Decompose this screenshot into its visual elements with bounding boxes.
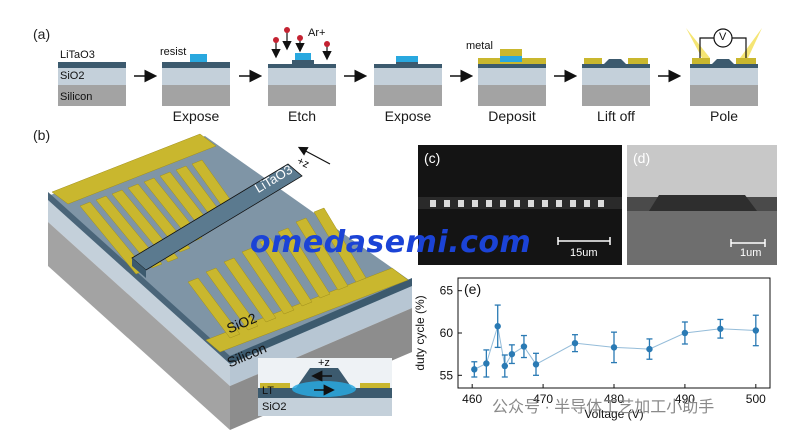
layer-label-silicon: Silicon bbox=[60, 91, 93, 103]
step-label-deposit: Deposit bbox=[488, 108, 536, 124]
stack-pole bbox=[686, 28, 762, 106]
panel-e-label: (e) bbox=[464, 281, 481, 297]
device-3d-illustration bbox=[48, 133, 412, 430]
metal-label: metal bbox=[466, 40, 493, 52]
data-point bbox=[610, 344, 618, 351]
data-point bbox=[471, 366, 478, 373]
panel-c-scale-label: 15um bbox=[570, 247, 598, 259]
data-point bbox=[681, 329, 689, 337]
x-tick-label: 490 bbox=[675, 392, 695, 406]
y-axis-label: duty cycle (%) bbox=[413, 295, 427, 370]
stack-expose-1 bbox=[162, 54, 230, 106]
layer-label-sio2: SiO2 bbox=[60, 70, 85, 82]
sem-image-panel bbox=[627, 145, 777, 265]
layer-label-litao3: LiTaO3 bbox=[60, 49, 95, 61]
y-tick-label: 65 bbox=[440, 284, 454, 298]
stack-expose-2 bbox=[374, 56, 442, 106]
optical-image-panel bbox=[418, 145, 622, 265]
inset-lt-label: LT bbox=[262, 385, 275, 397]
stack-deposit bbox=[478, 49, 546, 106]
stack-lift-off bbox=[582, 58, 650, 106]
data-point bbox=[752, 327, 760, 334]
resist-label: resist bbox=[160, 46, 187, 58]
waveguide-ridge bbox=[131, 163, 303, 271]
x-tick-label: 500 bbox=[746, 392, 766, 406]
y-tick-label: 60 bbox=[440, 326, 454, 340]
step-label-expose: Expose bbox=[172, 108, 220, 124]
step-label-expose-2: Expose bbox=[384, 108, 432, 124]
panel-a-label: (a) bbox=[33, 26, 51, 42]
voltmeter-label: V bbox=[719, 31, 727, 43]
x-tick-label: 480 bbox=[604, 392, 624, 406]
data-point bbox=[717, 325, 724, 332]
panel-c-label: (c) bbox=[424, 150, 441, 166]
panel-d-scale-label: 1um bbox=[740, 247, 762, 259]
x-tick-label: 460 bbox=[462, 392, 482, 406]
panel-d-label: (d) bbox=[633, 150, 651, 166]
data-point bbox=[571, 339, 579, 347]
data-point bbox=[508, 350, 516, 358]
stack-etch bbox=[268, 53, 336, 106]
step-label-etch: Etch bbox=[287, 108, 316, 124]
ion-beam-icon bbox=[271, 27, 332, 61]
data-point bbox=[483, 360, 490, 367]
x-axis-label: Voltage (V) bbox=[584, 407, 643, 421]
panel-b-label: (b) bbox=[33, 127, 51, 143]
x-tick-label: 470 bbox=[533, 392, 553, 406]
wechat-watermark: 公众号 · 半导体工艺加工小助手 bbox=[492, 399, 715, 416]
data-point bbox=[646, 345, 653, 353]
stack-initial bbox=[58, 62, 126, 106]
step-label-pole: Pole bbox=[709, 108, 739, 124]
data-point bbox=[501, 362, 508, 370]
data-point bbox=[494, 323, 501, 330]
electrode-lower bbox=[187, 207, 409, 353]
cross-section-inset bbox=[258, 358, 392, 416]
data-point bbox=[520, 343, 528, 350]
data-point bbox=[532, 361, 540, 368]
inset-sio2-label: SiO2 bbox=[262, 401, 287, 413]
watermark-text: omedasemi.com bbox=[250, 225, 532, 260]
process-flow-diagram bbox=[58, 27, 762, 106]
y-tick-label: 55 bbox=[440, 368, 454, 382]
ar-ion-label: Ar+ bbox=[308, 27, 326, 39]
inset-z-axis-label: +z bbox=[318, 357, 330, 369]
step-label-lift-off: Lift off bbox=[597, 108, 635, 124]
